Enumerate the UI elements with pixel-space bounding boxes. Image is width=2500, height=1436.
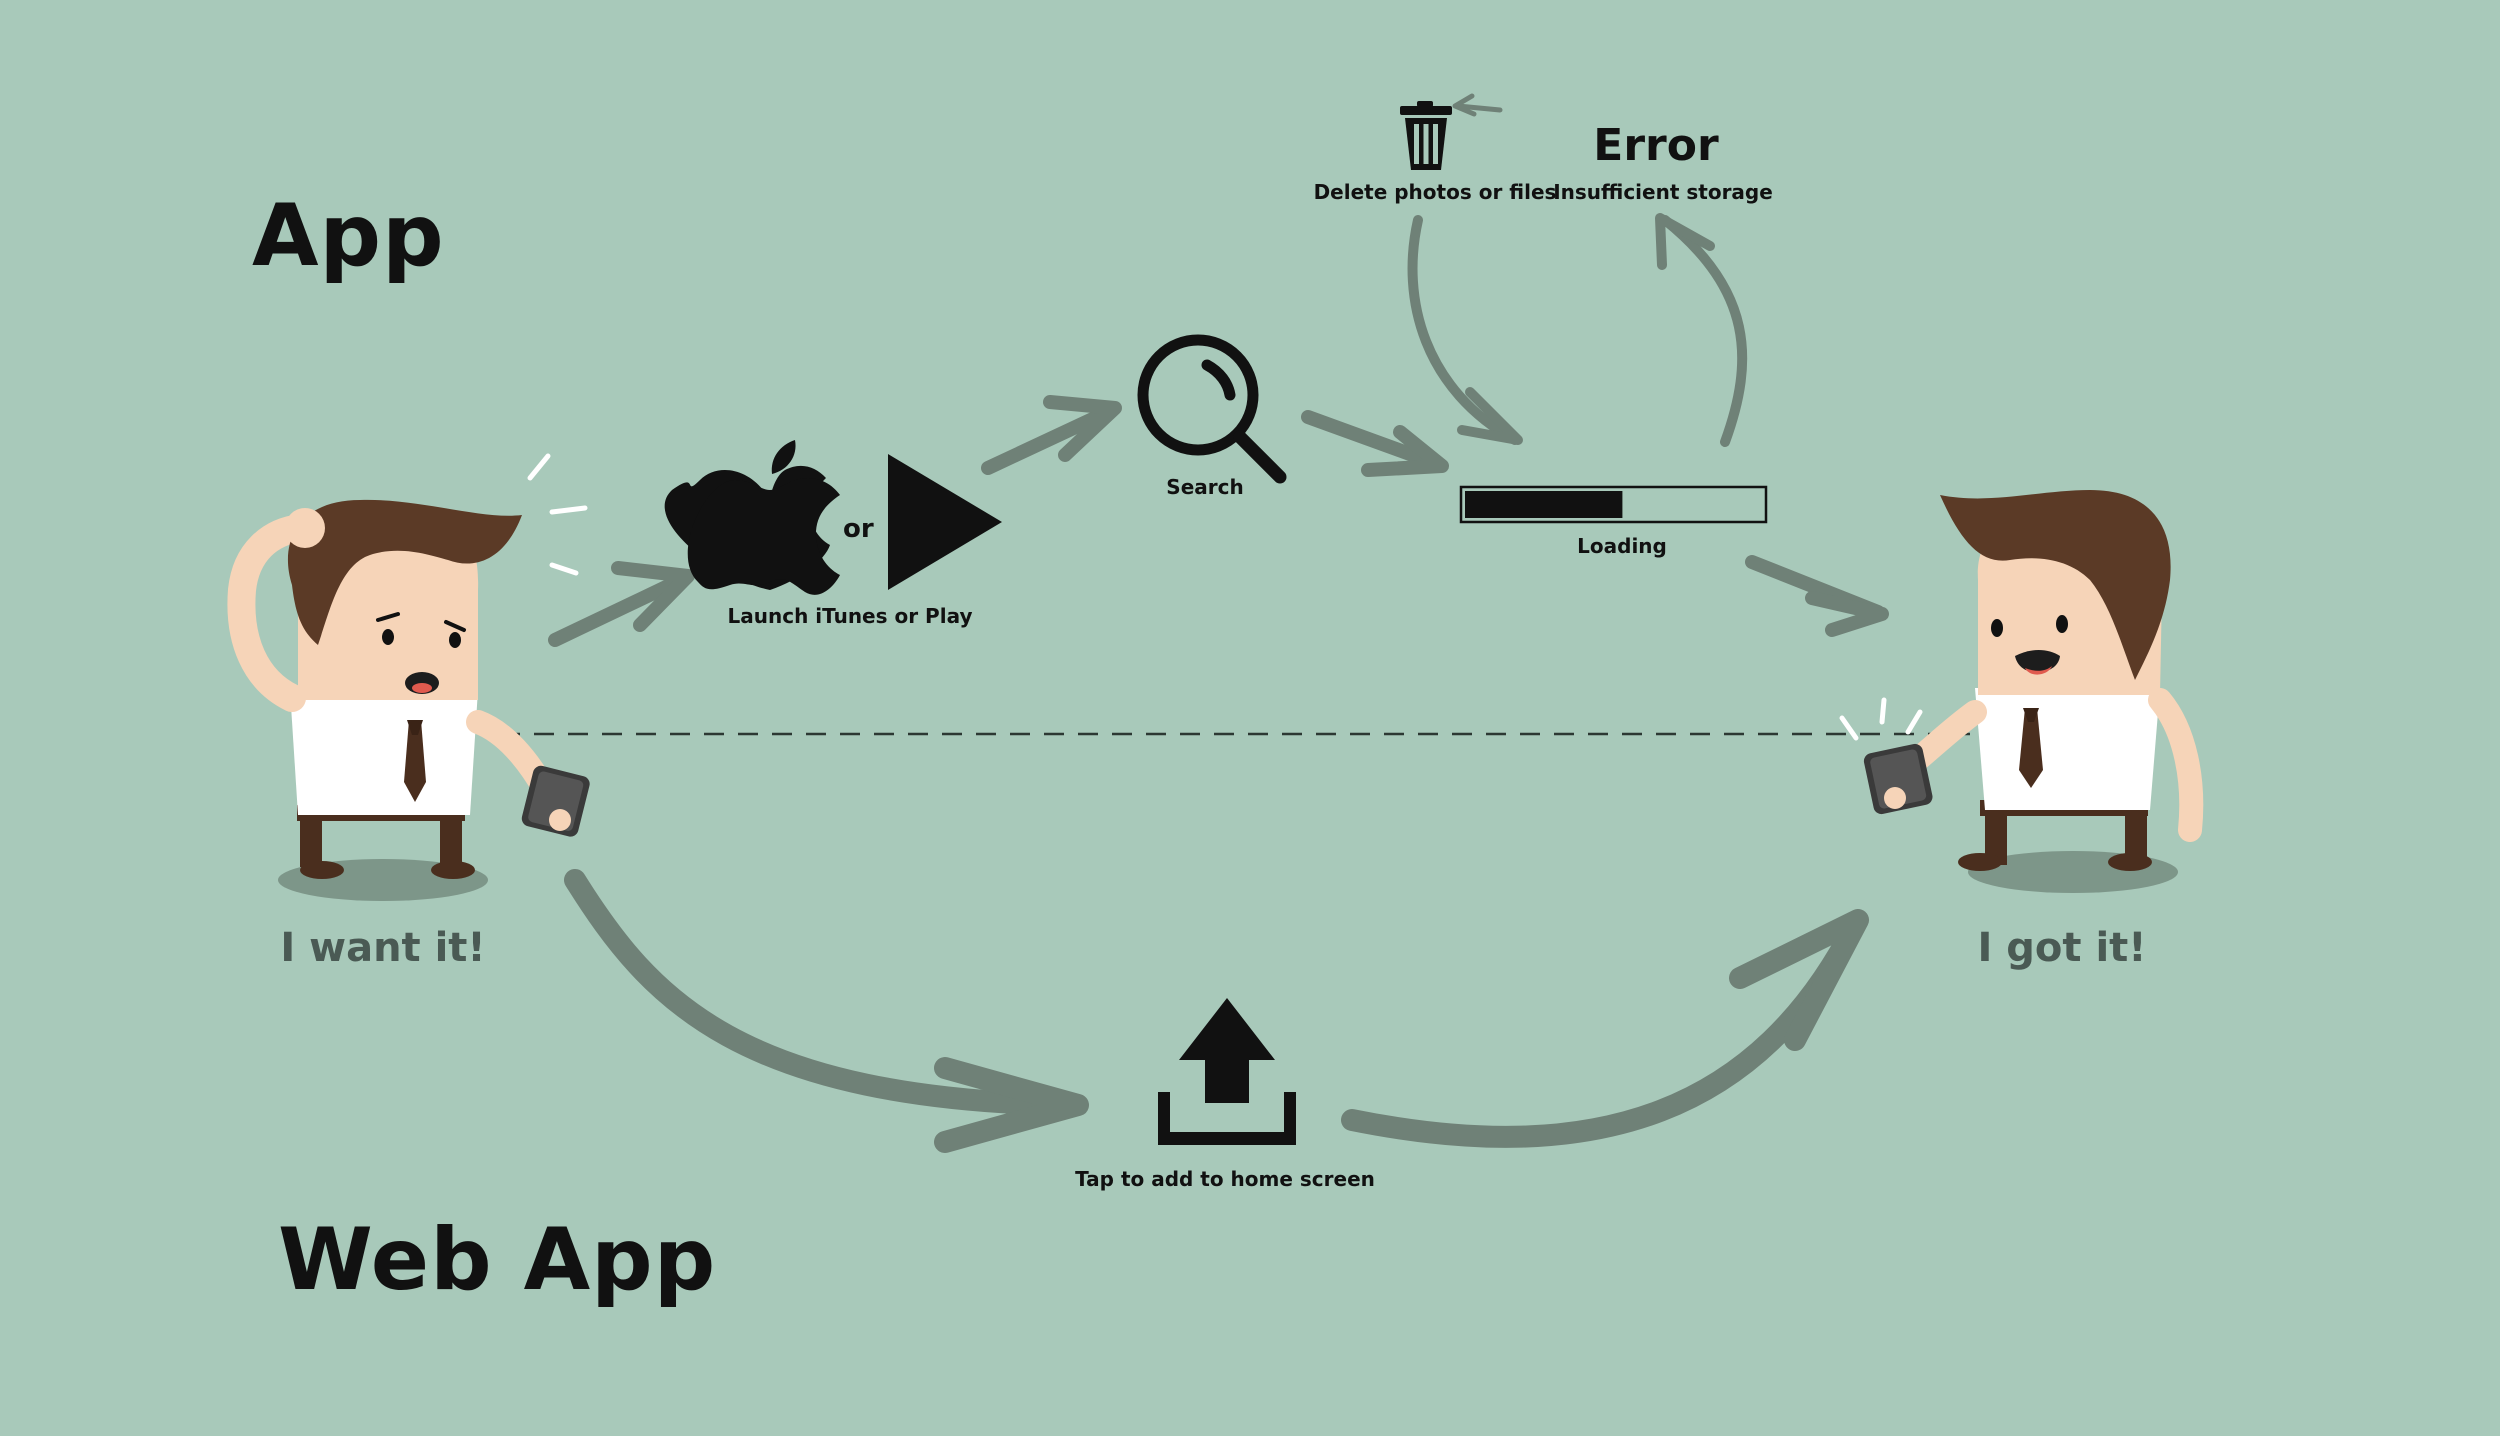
caption-i-want-it: I want it!	[280, 925, 486, 971]
loading-label: Loading	[1577, 534, 1667, 558]
arrow-to-got-it	[1745, 555, 1889, 637]
error-subtitle: Insufficient storage	[1553, 180, 1773, 204]
delete-label: Delete photos or files	[1313, 180, 1557, 204]
apple-icon	[664, 440, 840, 595]
play-store-icon	[888, 454, 1002, 590]
arrow-delete-to-loading	[1407, 215, 1523, 445]
arrow-loading-to-error	[1655, 213, 1748, 447]
person-left-illustration	[227, 453, 590, 901]
search-icon	[1137, 334, 1287, 484]
launch-label: Launch iTunes or Play	[727, 604, 973, 628]
caption-i-got-it: I got it!	[1977, 925, 2147, 971]
search-label: Search	[1166, 475, 1244, 499]
loading-bar-fill	[1465, 491, 1623, 518]
title-web-app: Web App	[278, 1210, 717, 1310]
trash-icon	[1400, 101, 1452, 170]
arrow-error-to-delete	[1452, 93, 1503, 117]
arrow-web-to-upload	[564, 869, 1089, 1153]
arrow-to-store	[548, 561, 695, 647]
arrow-web-to-got-it	[1341, 909, 1869, 1148]
loading-bar	[1459, 485, 1768, 524]
arrow-to-loading	[1301, 410, 1449, 477]
arrow-to-search	[981, 395, 1122, 475]
or-text: or	[843, 514, 874, 544]
tap-label: Tap to add to home screen	[1075, 1167, 1375, 1191]
title-app: App	[252, 186, 445, 286]
error-title: Error	[1593, 120, 1719, 171]
upload-icon	[1158, 998, 1296, 1145]
person-right-illustration	[1839, 490, 2204, 893]
